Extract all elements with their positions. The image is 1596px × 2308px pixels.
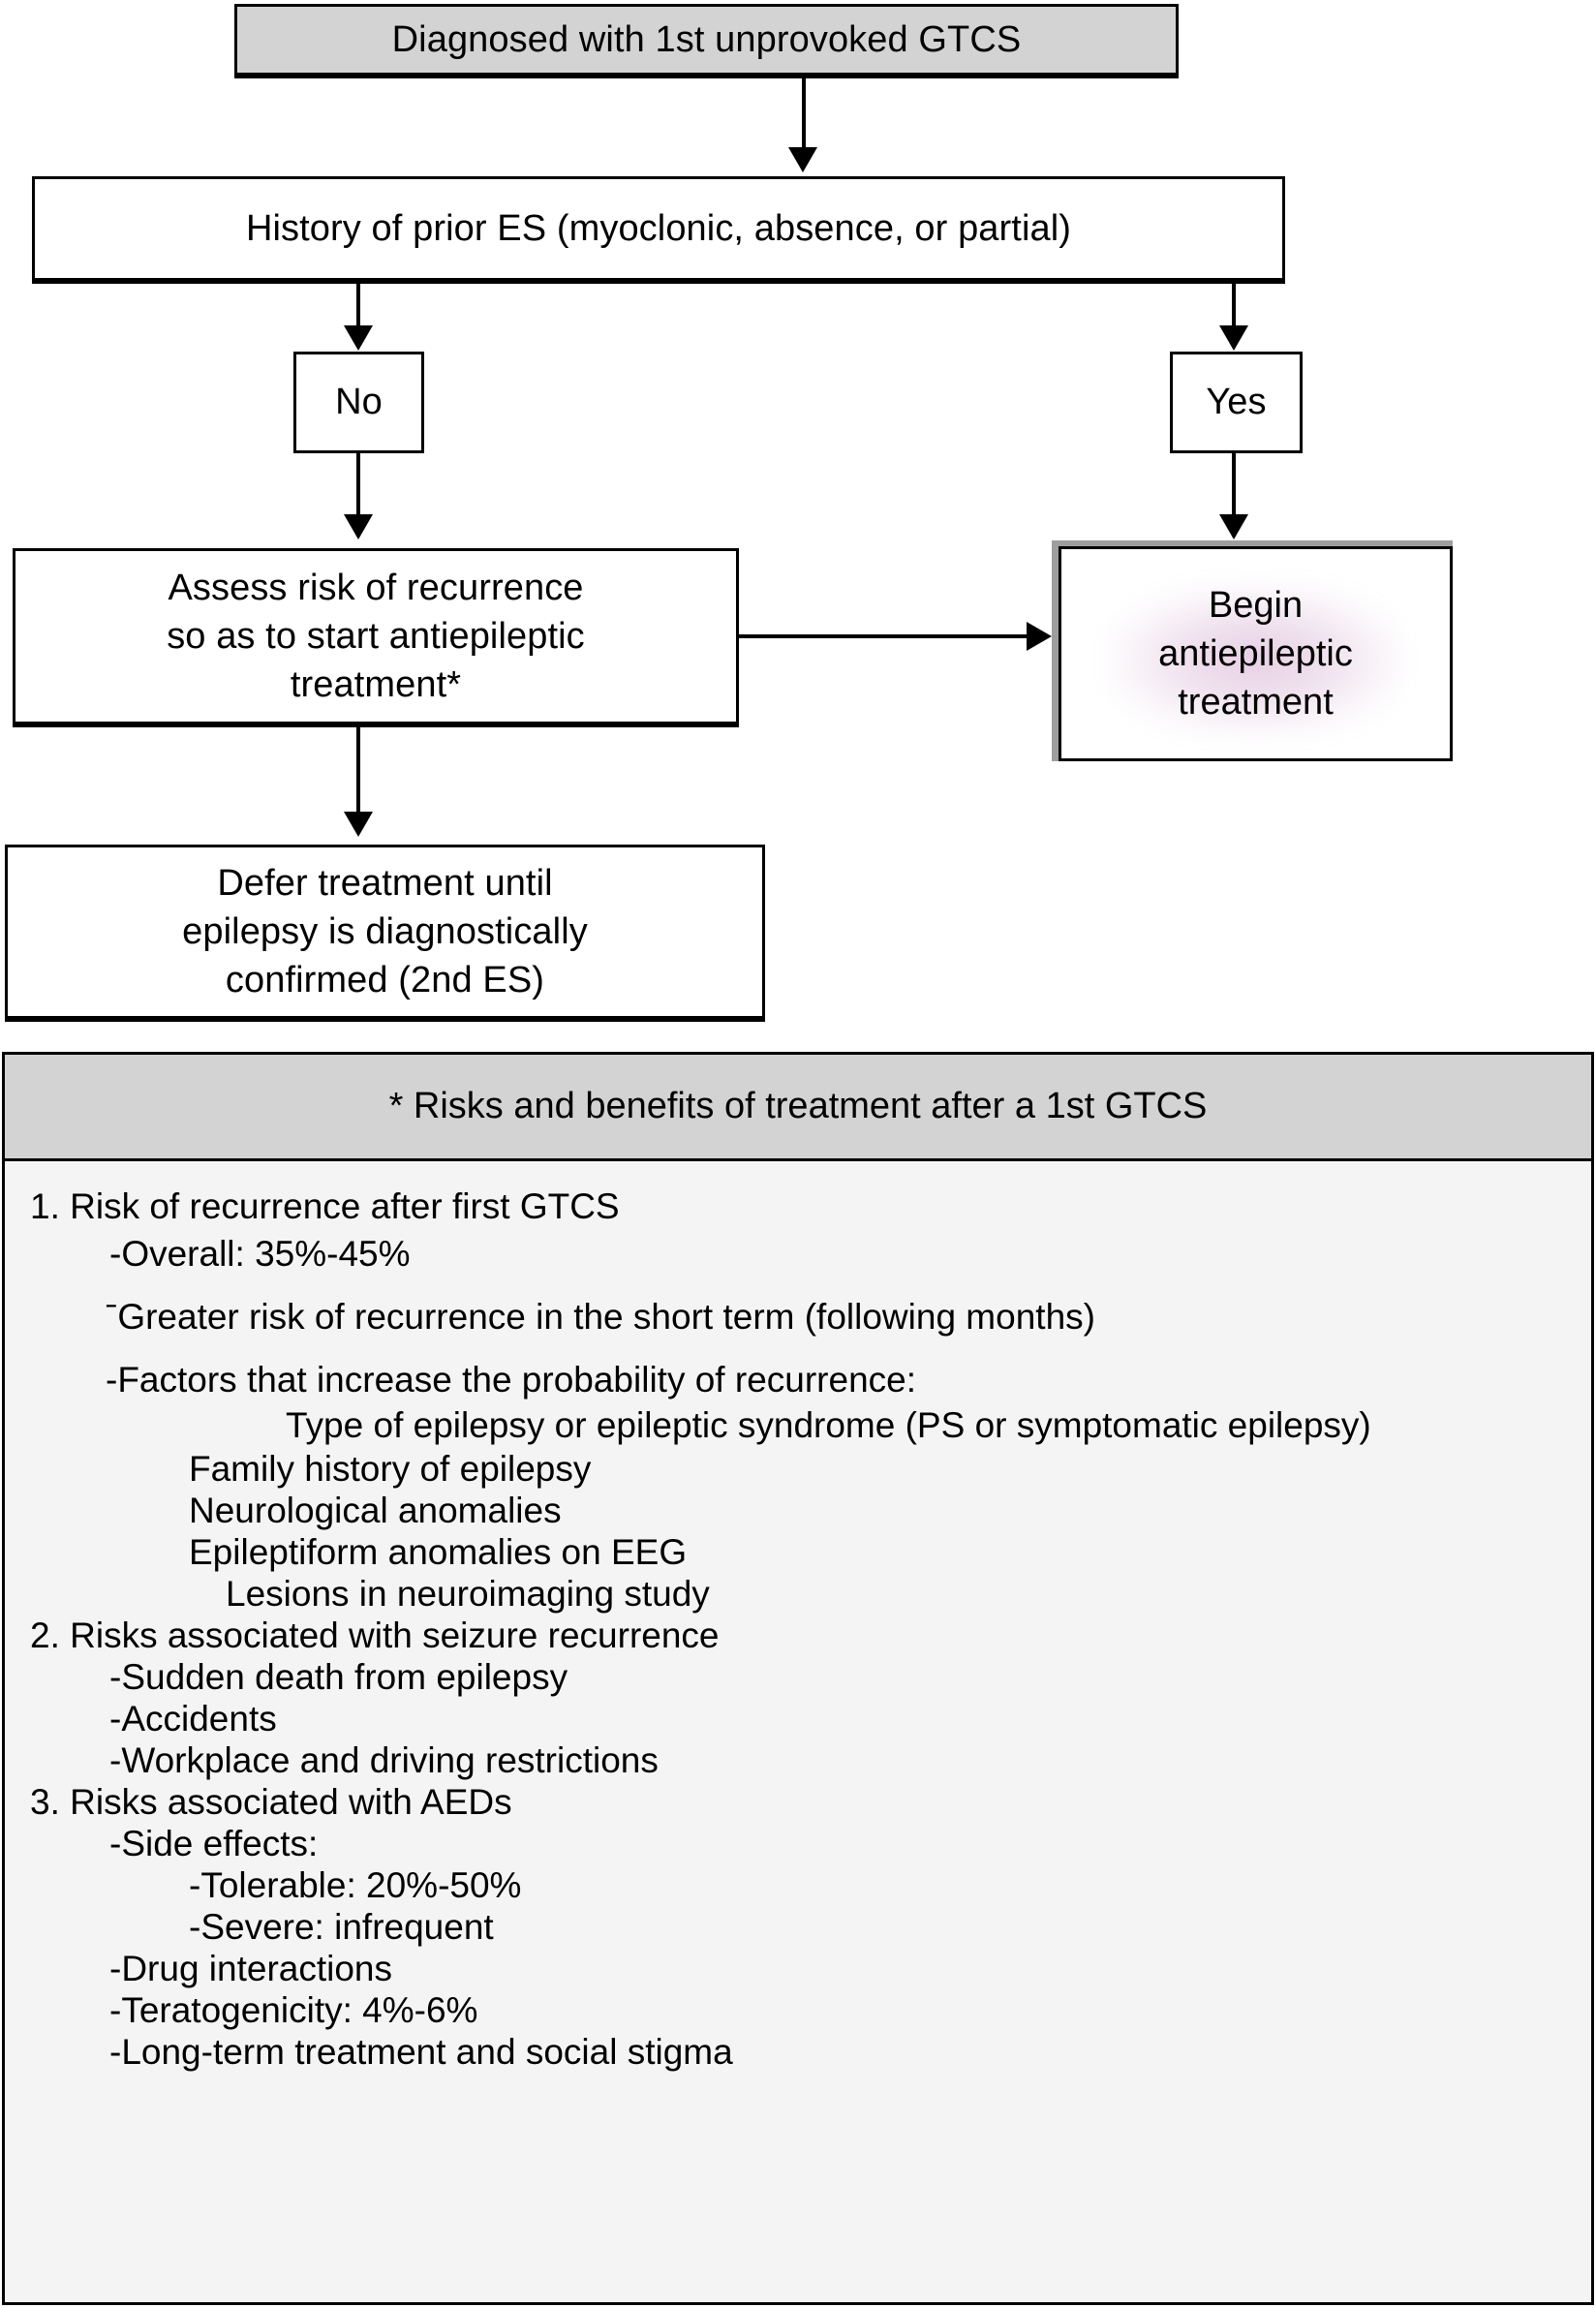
list-item: -Workplace and driving restrictions [109, 1740, 659, 1780]
list-item: Lesions in neuroimaging study [226, 1574, 710, 1614]
list-item: -Long-term treatment and social stigma [109, 2032, 733, 2072]
arrowhead-no-to-assess [344, 514, 373, 539]
node-answer-yes-label: Yes [1206, 382, 1267, 423]
node-defer-treatment-label: Defer treatment until epilepsy is diagno… [182, 862, 588, 1001]
list-item: -Accidents [109, 1699, 277, 1739]
connector-assess-to-defer [356, 724, 360, 819]
list-item: Family history of epilepsy [189, 1449, 592, 1489]
node-defer-treatment: Defer treatment until epilepsy is diagno… [5, 845, 765, 1019]
list-item: -Sudden death from epilepsy [109, 1657, 568, 1697]
list-item: -Factors that increase the probability o… [106, 1360, 916, 1400]
list-item: ˉGreater risk of recurrence in the short… [106, 1297, 1095, 1337]
node-begin-treatment-label: Begin antiepileptic treatment [1158, 584, 1353, 723]
risks-benefits-panel: * Risks and benefits of treatment after … [2, 1052, 1594, 2305]
node-answer-no-label: No [335, 382, 383, 423]
connector-assess-to-begin [739, 634, 1029, 638]
node-diagnosis: Diagnosed with 1st unprovoked GTCS [234, 4, 1179, 76]
list-item: 1. Risk of recurrence after first GTCS [30, 1186, 620, 1226]
list-item: 3. Risks associated with AEDs [30, 1782, 512, 1822]
arrowhead-assess-to-begin [1027, 622, 1052, 651]
node-diagnosis-label: Diagnosed with 1st unprovoked GTCS [391, 18, 1022, 60]
list-item: -Tolerable: 20%-50% [189, 1865, 522, 1905]
list-item: Epileptiform anomalies on EEG [189, 1532, 688, 1572]
connector-diagnosis-to-history [802, 76, 806, 151]
list-item: 2. Risks associated with seizure recurre… [30, 1616, 720, 1655]
panel-header: * Risks and benefits of treatment after … [5, 1055, 1591, 1161]
list-item: Type of epilepsy or epileptic syndrome (… [286, 1405, 1371, 1445]
node-assess-risk: Assess risk of recurrence so as to start… [13, 548, 739, 724]
list-item: Neurological anomalies [189, 1491, 562, 1530]
connector-yes-to-begin [1232, 453, 1236, 537]
node-assess-risk-label: Assess risk of recurrence so as to start… [167, 567, 585, 706]
arrowhead-assess-to-defer [344, 812, 373, 837]
node-answer-yes: Yes [1170, 352, 1303, 453]
list-item: -Teratogenicity: 4%-6% [109, 1990, 478, 2030]
node-begin-treatment: Begin antiepileptic treatment [1059, 546, 1453, 761]
node-answer-no: No [293, 352, 424, 453]
node-history-label: History of prior ES (myoclonic, absence,… [245, 207, 1072, 249]
list-item: -Side effects: [109, 1824, 319, 1863]
connector-no-to-assess [356, 453, 360, 537]
panel-body: 1. Risk of recurrence after first GTCS -… [5, 1161, 1591, 2070]
connector-history-to-no [356, 284, 360, 330]
arrowhead-diagnosis-to-history [788, 147, 817, 172]
arrowhead-history-to-yes [1219, 325, 1248, 351]
list-item: -Drug interactions [109, 1949, 393, 1988]
list-item: -Overall: 35%-45% [109, 1234, 411, 1274]
arrowhead-history-to-no [344, 325, 373, 351]
panel-header-label: * Risks and benefits of treatment after … [388, 1086, 1208, 1126]
arrowhead-yes-to-begin [1219, 514, 1248, 539]
node-history: History of prior ES (myoclonic, absence,… [32, 176, 1285, 281]
list-item: -Severe: infrequent [189, 1907, 494, 1947]
connector-history-to-yes [1232, 284, 1236, 330]
